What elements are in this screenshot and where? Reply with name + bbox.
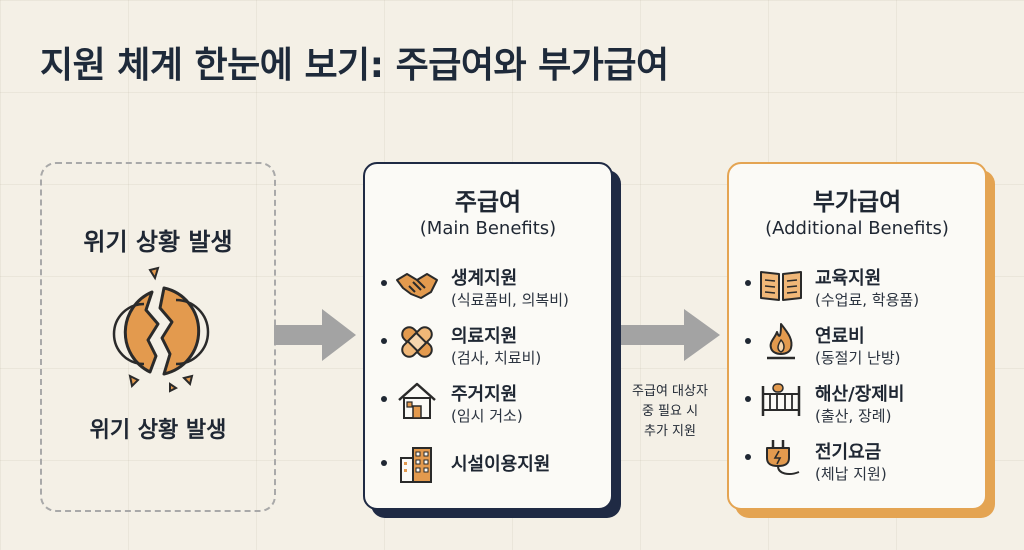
item-label: 해산/장제비 [815,384,905,405]
list-item: 시설이용지원 [379,444,609,498]
main-benefits-card: 주급여 (Main Benefits) 생계지원 (식료품비, 의복비) 의료지… [363,162,613,510]
item-label: 교육지원 [815,268,882,289]
list-item: 연료비 (동절기 난방) [743,322,973,376]
page-title: 지원 체계 한눈에 보기: 주급여와 부가급여 [40,45,669,86]
list-item: 해산/장제비 (출산, 장례) [743,380,973,434]
item-label: 연료비 [815,326,865,347]
item-detail: (출산, 장례) [815,407,892,425]
flame-icon [767,323,795,360]
main-benefits-title: 주급여 [454,188,522,216]
bullet [745,338,751,344]
bandage-icon [401,326,433,358]
crisis-caption: 위기 상황 발생 [89,418,227,443]
connector-note-line: 추가 지원 [644,424,696,439]
item-detail: (식료품비, 의복비) [451,291,569,309]
additional-benefits-card: 부가급여 (Additional Benefits) 교육지원 (수업료, 학용… [727,162,987,510]
item-label: 주거지원 [451,384,518,405]
handshake-icon [396,273,438,299]
item-detail: (임시 거소) [451,407,523,425]
connector-note-line: 주급여 대상자 [632,384,708,399]
item-detail: (동절기 난방) [815,349,901,367]
connector-note-line: 중 필요 시 [641,404,699,419]
crisis-heading: 위기 상황 발생 [83,228,233,256]
item-label: 시설이용지원 [451,454,551,475]
building-icon [400,447,432,483]
plug-icon [766,440,800,475]
arrow-to-additional-icon [618,309,720,361]
list-item: 교육지원 (수업료, 학용품) [743,264,973,318]
additional-benefits-subtitle: (Additional Benefits) [765,218,949,239]
additional-benefits-title: 부가급여 [812,188,902,216]
crisis-box: 위기 상황 발생 위기 상황 발생 [40,162,276,512]
main-benefits-subtitle: (Main Benefits) [419,218,557,239]
bullet [381,460,387,466]
book-icon [760,271,802,301]
item-label: 생계지원 [451,268,518,289]
bullet [381,396,387,402]
bullet [381,338,387,344]
crib-icon [761,383,801,416]
arrow-to-main-icon [274,309,356,361]
list-item: 주거지원 (임시 거소) [379,380,609,434]
house-icon [398,382,436,419]
item-detail: (검사, 치료비) [451,349,542,367]
bullet [745,454,751,460]
item-label: 의료지원 [451,326,518,347]
connector-note: 주급여 대상자 중 필요 시 추가 지원 [620,382,720,442]
bullet [381,280,387,286]
bullet [745,280,751,286]
item-detail: (체납 지원) [815,465,887,483]
list-item: 생계지원 (식료품비, 의복비) [379,264,609,318]
broken-coin-icon [112,266,210,393]
item-detail: (수업료, 학용품) [815,291,920,309]
list-item: 의료지원 (검사, 치료비) [379,322,609,376]
bullet [745,396,751,402]
list-item: 전기요금 (체납 지원) [743,438,973,492]
item-label: 전기요금 [815,442,882,463]
